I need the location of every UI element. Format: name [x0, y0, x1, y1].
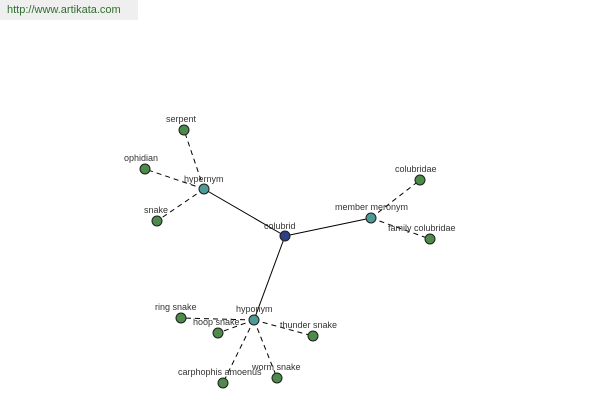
node-label-snake: snake	[144, 205, 168, 215]
node-label-serpent: serpent	[166, 114, 197, 124]
edge-member-meronym-colubridae	[370, 179, 421, 219]
node-member-meronym[interactable]: member meronym	[335, 202, 408, 224]
node-family-colubridae[interactable]: family colubridae	[388, 223, 456, 245]
edge-hypernym-ophidian	[144, 168, 205, 190]
node-worm-snake[interactable]: worm snake	[251, 362, 301, 384]
node-serpent[interactable]: serpent	[166, 114, 197, 136]
node-label-hoop-snake: hoop snake	[193, 317, 240, 327]
edge-member-meronym-family-colubridae	[370, 217, 431, 240]
node-label-worm-snake: worm snake	[251, 362, 301, 372]
node-label-colubrid: colubrid	[264, 221, 296, 231]
node-hypernym[interactable]: hypernym	[184, 174, 224, 195]
node-label-family-colubridae: family colubridae	[388, 223, 456, 233]
node-hyponym[interactable]: hyponym	[236, 304, 273, 326]
node-colubrid[interactable]: colubrid	[264, 221, 296, 242]
node-label-carphophis-amoenus: carphophis amoenus	[178, 367, 262, 377]
edge-colubrid-hypernym	[203, 188, 286, 237]
edge-colubrid-hyponym	[253, 235, 286, 321]
node-ophidian[interactable]: ophidian	[124, 153, 158, 175]
node-label-ring-snake: ring snake	[155, 302, 197, 312]
edge-hyponym-ring-snake	[180, 317, 255, 321]
source-url-banner[interactable]: http://www.artikata.com	[0, 0, 138, 20]
node-colubridae[interactable]: colubridae	[395, 164, 437, 186]
node-hoop-snake[interactable]: hoop snake	[193, 317, 240, 339]
node-ring-snake[interactable]: ring snake	[155, 302, 197, 324]
edge-colubrid-member-meronym	[284, 217, 372, 237]
edge-hypernym-serpent	[183, 129, 205, 190]
edge-hyponym-worm-snake	[253, 319, 278, 379]
node-label-colubridae: colubridae	[395, 164, 437, 174]
node-label-hypernym: hypernym	[184, 174, 224, 184]
edge-hyponym-hoop-snake	[217, 319, 255, 334]
node-label-hyponym: hyponym	[236, 304, 273, 314]
node-thunder-snake[interactable]: thunder snake	[280, 320, 337, 342]
node-label-thunder-snake: thunder snake	[280, 320, 337, 330]
node-label-member-meronym: member meronym	[335, 202, 408, 212]
edge-hypernym-snake	[156, 188, 205, 222]
edge-hyponym-carphophis-amoenus	[222, 319, 255, 384]
node-label-ophidian: ophidian	[124, 153, 158, 163]
edge-hyponym-thunder-snake	[253, 319, 314, 337]
node-snake[interactable]: snake	[144, 205, 168, 227]
node-carphophis-amoenus[interactable]: carphophis amoenus	[178, 367, 262, 389]
